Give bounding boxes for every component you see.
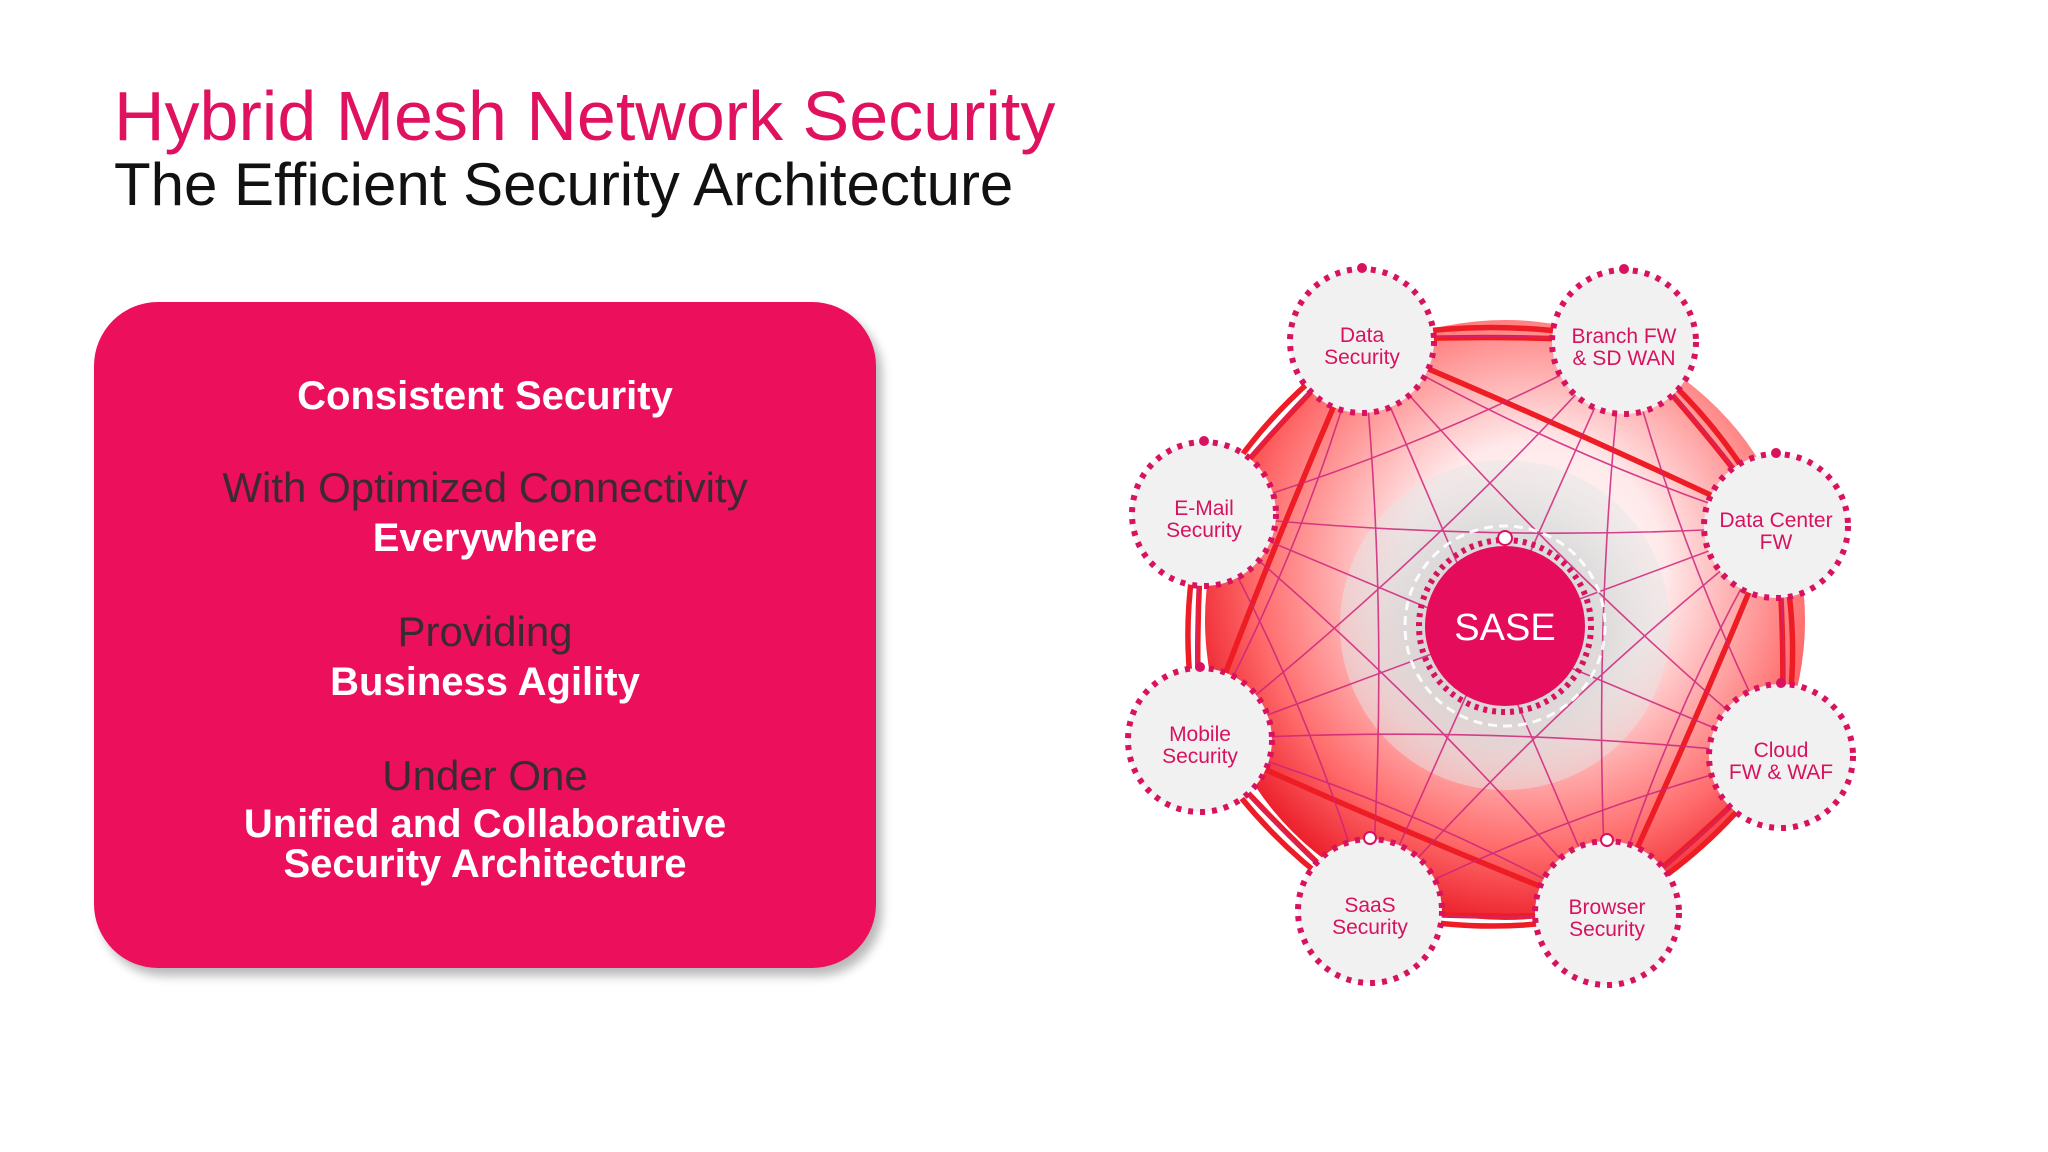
svg-text:Branch FW& SD WAN: Branch FW& SD WAN — [1571, 325, 1676, 370]
node-label: Branch FW — [1571, 325, 1676, 348]
node-branch-fw: Branch FW& SD WAN — [1549, 264, 1699, 417]
panel-text: Providing — [397, 608, 573, 655]
mesh-link — [1361, 340, 1380, 912]
node-label: Browser — [1568, 896, 1645, 919]
sase-hub: SASE — [1403, 524, 1607, 728]
sase-connector-dot — [1497, 530, 1513, 546]
node-label: Security — [1569, 918, 1645, 941]
mesh-link — [1199, 341, 1625, 741]
mesh-link — [1203, 513, 1777, 535]
node-label: SaaS — [1344, 894, 1395, 917]
mesh-link — [1361, 340, 1782, 757]
panel-emphasis: Security Architecture — [283, 842, 687, 886]
node-label: Security — [1162, 745, 1238, 768]
mesh-link — [1199, 733, 1782, 757]
panel-emphasis: Everywhere — [372, 516, 598, 560]
panel-emphasis: Business Agility — [330, 660, 640, 704]
page-title: Hybrid Mesh Network Security — [114, 77, 1056, 155]
node-label: Security — [1166, 519, 1242, 542]
panel-emphasis: Unified and Collaborative — [243, 802, 727, 846]
benefits-panel: Consistent Security With Optimized Conne… — [94, 302, 876, 968]
node-label: Data Center — [1719, 509, 1832, 532]
panel-text: Under One — [382, 752, 588, 799]
node-label: FW — [1760, 531, 1793, 554]
mesh-link — [1203, 513, 1608, 914]
mesh-link — [1600, 341, 1625, 914]
node-label: Mobile — [1169, 723, 1231, 746]
panel-text: With Optimized Connectivity — [222, 464, 748, 511]
node-label: Security — [1324, 346, 1400, 369]
panel-heading: Consistent Security — [297, 374, 673, 418]
node-label: & SD WAN — [1572, 347, 1675, 370]
sase-label: SASE — [1454, 607, 1555, 649]
node-label: E-Mail — [1174, 497, 1234, 520]
node-label: FW & WAF — [1729, 761, 1833, 784]
node-label: Data — [1340, 324, 1385, 347]
node-label: Cloud — [1754, 739, 1809, 762]
mesh-link — [1369, 525, 1777, 912]
node-label: Security — [1332, 916, 1408, 939]
page-subtitle: The Efficient Security Architecture — [114, 151, 1014, 218]
